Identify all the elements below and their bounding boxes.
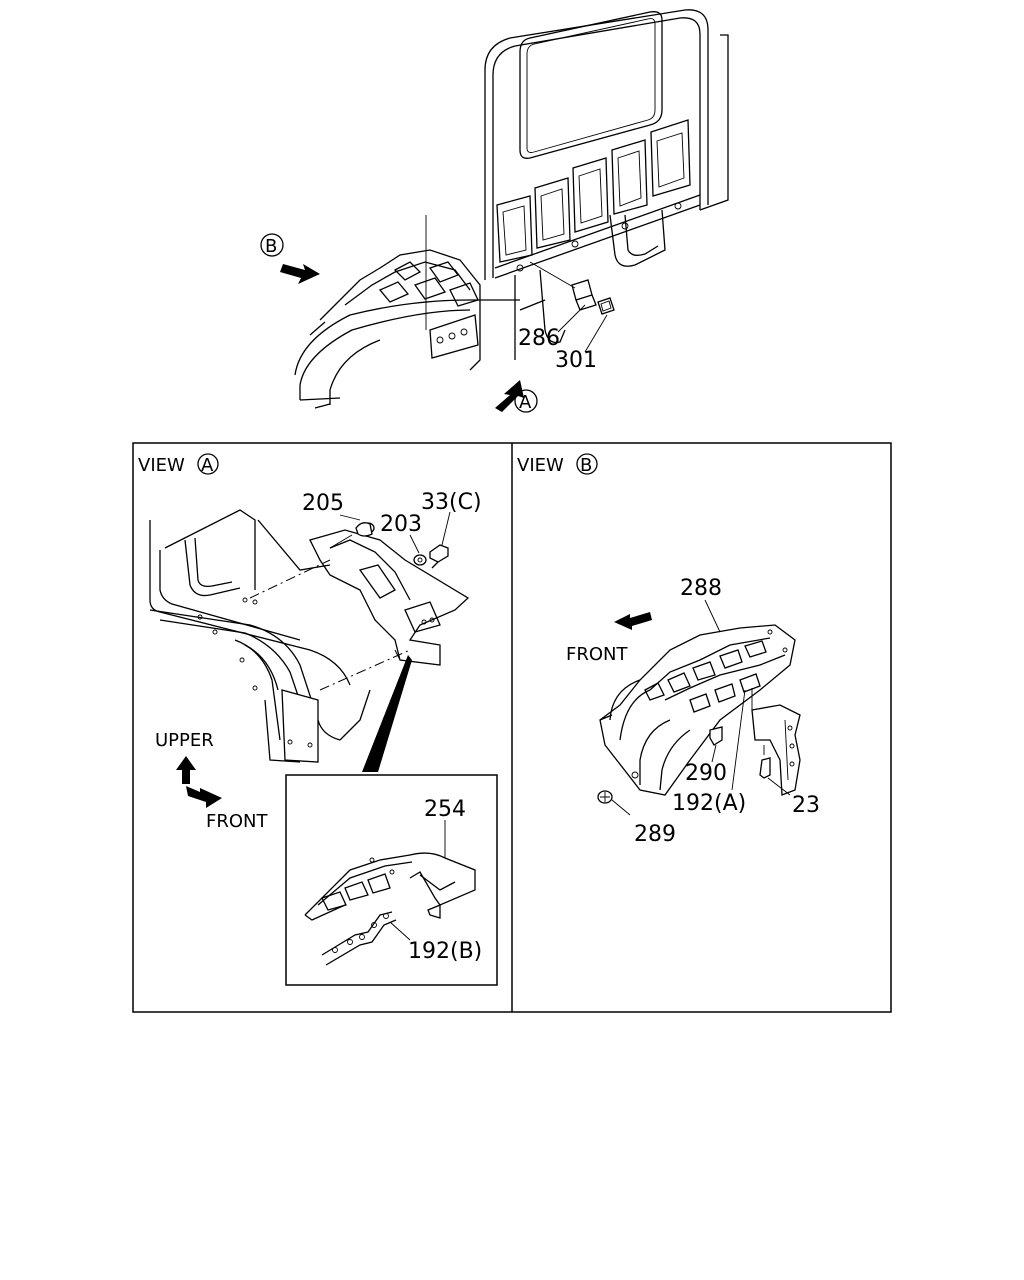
marker-a-label: A	[519, 392, 532, 413]
washer-203	[413, 554, 427, 566]
marker-b-label: B	[265, 236, 277, 257]
splash-shield-288	[599, 624, 796, 796]
callout-289: 289	[634, 822, 676, 847]
direction-front: FRONT	[206, 811, 268, 832]
bracket-192a	[751, 688, 801, 796]
callout-290: 290	[685, 761, 727, 786]
inset-pointer	[362, 655, 412, 772]
detail-inset: 254 192(B)	[285, 774, 498, 986]
callout-254: 254	[424, 797, 466, 822]
cab-rear-wall	[484, 9, 729, 360]
direction-indicator: UPPER FRONT	[155, 730, 268, 832]
view-a-panel: VIEW A	[138, 453, 498, 986]
bolt-33c	[429, 544, 449, 569]
callout-33c: 33(C)	[421, 490, 482, 515]
callout-192a: 192(A)	[672, 791, 746, 816]
bolt-23	[759, 745, 791, 796]
clip-290	[709, 726, 723, 763]
callout-205: 205	[302, 491, 344, 516]
view-b-panel: VIEW B FRONT	[517, 453, 820, 847]
callout-23: 23	[792, 793, 820, 818]
part-301-pad	[597, 297, 615, 315]
view-b-marker: B	[580, 455, 592, 476]
callout-203: 203	[380, 512, 422, 537]
cab-side-panel	[149, 509, 371, 763]
view-a-arrow: A	[495, 380, 538, 413]
view-a-marker: A	[201, 455, 214, 476]
rear-fender-assembly	[294, 215, 520, 409]
callout-286: 286	[518, 326, 560, 351]
callout-288: 288	[680, 576, 722, 601]
view-b-title: VIEW	[517, 455, 564, 476]
fastener-205-clip	[329, 522, 375, 549]
callout-301: 301	[555, 348, 597, 373]
callout-192b: 192(B)	[408, 939, 482, 964]
part-286-bracket	[529, 261, 597, 311]
direction-front-b: FRONT	[566, 644, 628, 665]
screw-289	[597, 790, 631, 816]
front-arrow	[614, 612, 652, 630]
view-a-title: VIEW	[138, 455, 185, 476]
view-b-arrow: B	[260, 233, 320, 284]
direction-upper: UPPER	[155, 730, 214, 751]
splash-shield-installed	[309, 529, 470, 666]
top-overview: 286 301 B A	[260, 9, 729, 413]
